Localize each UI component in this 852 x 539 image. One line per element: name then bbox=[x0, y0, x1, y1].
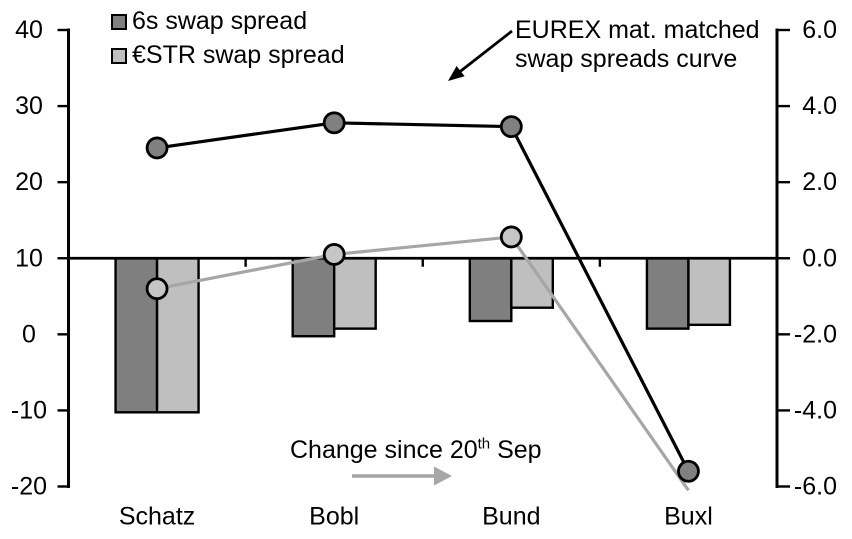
right-axis-tick-label: -4.0 bbox=[794, 396, 837, 424]
line-estr bbox=[156, 235, 690, 492]
left-axis-tick-label: 20 bbox=[15, 168, 43, 196]
right-axis-tick-label: 4.0 bbox=[802, 92, 837, 120]
legend-swatch-estr-icon bbox=[111, 47, 127, 64]
annotation-curve-label-line2: swap spreads curve bbox=[515, 45, 738, 73]
bar-estr-buxl bbox=[687, 257, 732, 327]
x-axis-category-label: Bund bbox=[482, 503, 540, 531]
right-axis-tick-label: -6.0 bbox=[794, 473, 837, 501]
right-axis-tick-label: -2.0 bbox=[794, 320, 837, 348]
legend-item-6s: 6s swap spread bbox=[111, 9, 345, 34]
curve-annotation-arrow-shaft bbox=[459, 29, 513, 73]
legend-label-6s: 6s swap spread bbox=[132, 7, 308, 35]
right-axis-tick-label: 6.0 bbox=[802, 16, 837, 44]
line-6s bbox=[156, 121, 690, 473]
x-axis-category-label: Schatz bbox=[119, 503, 195, 531]
left-axis-tick-label: -20 bbox=[11, 473, 47, 501]
marker-estr-bund bbox=[499, 225, 523, 249]
marker-6s-bobl bbox=[322, 111, 346, 135]
marker-6s-bund bbox=[499, 115, 523, 139]
curve-annotation-arrow-head-icon bbox=[448, 66, 465, 81]
annotation-change-suffix: Sep bbox=[490, 436, 542, 464]
marker-estr-bobl bbox=[322, 243, 346, 266]
annotation-change-sup: th bbox=[477, 435, 491, 453]
annotation-curve-label-line1: EUREX mat. matched bbox=[515, 16, 760, 44]
chart-legend: 6s swap spread €STR swap spread bbox=[111, 9, 345, 68]
left-axis-tick-label: 10 bbox=[15, 244, 43, 272]
legend-label-estr: €STR swap spread bbox=[132, 41, 345, 69]
annotation-curve-label: EUREX mat. matched swap spreads curve bbox=[515, 16, 760, 74]
annotation-change-label: Change since 20th Sep bbox=[290, 435, 542, 464]
marker-estr-schatz bbox=[145, 277, 169, 301]
x-axis-category-label: Buxl bbox=[664, 503, 713, 531]
bar-6s-buxl bbox=[645, 257, 690, 330]
annotation-change-prefix: Change since 20 bbox=[290, 436, 478, 464]
left-axis-tick-label: -10 bbox=[11, 396, 47, 424]
legend-item-estr: €STR swap spread bbox=[111, 43, 345, 68]
left-axis-tick-label: 40 bbox=[15, 16, 43, 44]
x-axis-category-label: Bobl bbox=[309, 503, 359, 531]
bar-estr-bobl bbox=[332, 257, 377, 330]
right-axis-tick-label: 0.0 bbox=[802, 244, 837, 272]
bar-6s-bund bbox=[468, 257, 513, 323]
marker-6s-buxl bbox=[677, 459, 700, 483]
legend-swatch-6s-icon bbox=[111, 13, 127, 30]
bar-6s-bobl bbox=[291, 257, 336, 338]
right-axis-tick-label: 2.0 bbox=[802, 168, 837, 196]
left-axis-tick-label: 0 bbox=[22, 320, 36, 348]
change-annotation-arrow-head-icon bbox=[434, 466, 452, 486]
left-axis-tick-label: 30 bbox=[15, 92, 43, 120]
marker-6s-schatz bbox=[145, 136, 169, 160]
